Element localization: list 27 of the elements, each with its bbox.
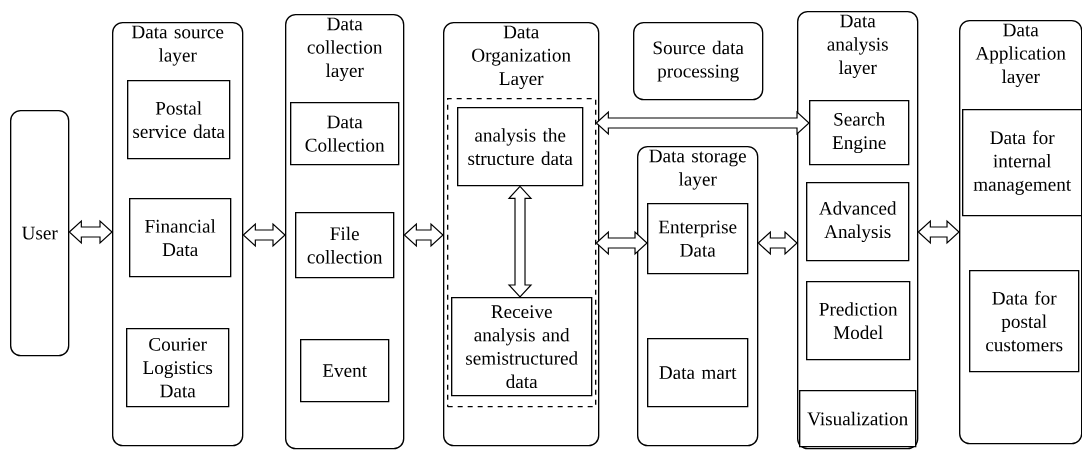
data-box: Receive analysis and semistructured data bbox=[451, 297, 593, 397]
data-box: Advanced Analysis bbox=[806, 182, 910, 262]
data-box: Enterprise Data bbox=[647, 203, 749, 275]
data-box: Visualization bbox=[799, 390, 917, 448]
data-box: Prediction Model bbox=[806, 281, 911, 361]
block-arrow bbox=[68, 219, 113, 245]
data-box: Data for postal customers bbox=[969, 270, 1080, 373]
block-arrow bbox=[595, 110, 810, 136]
data-box: Data mart bbox=[647, 338, 749, 408]
block-arrow bbox=[595, 230, 648, 256]
process-box: Source data processing bbox=[633, 22, 764, 101]
data-box: analysis the structure data bbox=[457, 107, 584, 187]
data-box: File collection bbox=[295, 212, 395, 279]
data-box: Data for internal management bbox=[962, 109, 1082, 217]
data-box: Financial Data bbox=[129, 198, 232, 278]
data-box: Courier Logistics Data bbox=[126, 328, 230, 408]
block-arrow bbox=[242, 222, 286, 248]
data-box: Postal service data bbox=[127, 80, 231, 160]
block-arrow bbox=[917, 219, 960, 245]
data-box: Data Collection bbox=[290, 102, 400, 166]
dashed-group-box bbox=[447, 98, 597, 408]
block-arrow bbox=[403, 222, 444, 248]
data-box: Event bbox=[300, 339, 390, 403]
block-arrow bbox=[757, 230, 798, 256]
user-box: User bbox=[10, 110, 70, 357]
block-arrow bbox=[507, 185, 533, 298]
data-box: Search Engine bbox=[809, 100, 910, 166]
